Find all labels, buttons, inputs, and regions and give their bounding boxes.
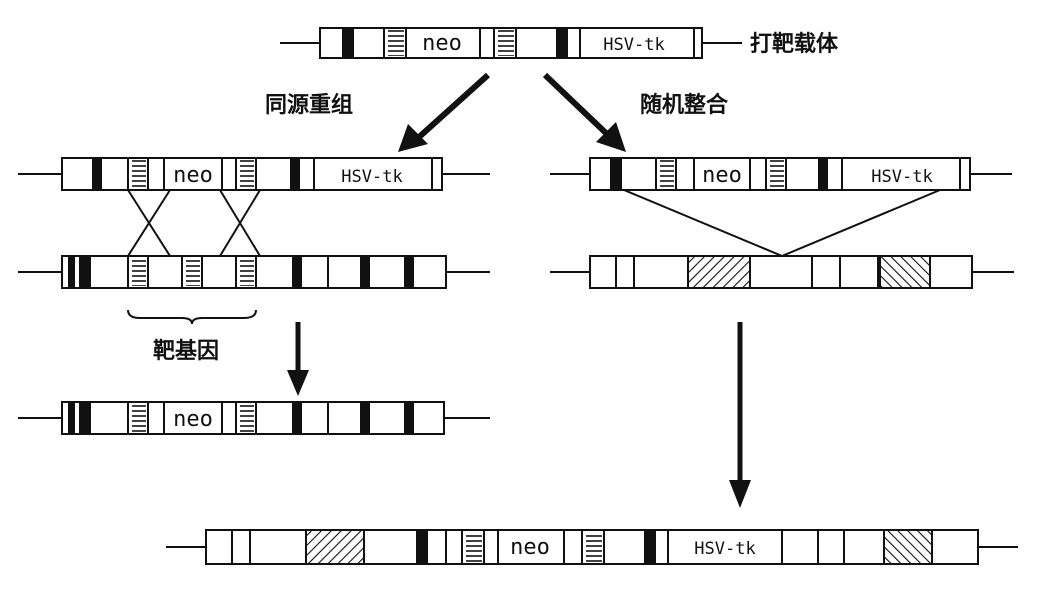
targeting-vector: neo HSV-tk 打靶载体 — [280, 27, 839, 59]
crossover-lines — [127, 189, 261, 257]
homologous-vector: neo HSV-tk — [18, 157, 490, 191]
vector-neo-label: neo — [422, 31, 462, 56]
bottom-hsv-label: HSV-tk — [694, 539, 755, 559]
random-genomic-locus — [550, 255, 1014, 289]
vector-hsv-label: HSV-tk — [603, 35, 664, 55]
bottom-neo-label: neo — [510, 535, 550, 560]
left-result-neo-label: neo — [173, 407, 213, 432]
arrow-down-left — [287, 322, 309, 396]
random-label: 随机整合 — [640, 92, 729, 118]
arrow-to-homologous — [398, 72, 491, 152]
left-vector-hsv-label: HSV-tk — [341, 167, 402, 187]
genomic-locus — [18, 255, 490, 289]
homologous-label: 同源重组 — [265, 92, 353, 118]
arrow-to-random — [542, 72, 626, 152]
target-gene-brace — [127, 309, 257, 325]
left-vector-neo-label: neo — [173, 163, 213, 188]
right-vector-hsv-label: HSV-tk — [871, 167, 932, 187]
right-vector-neo-label: neo — [702, 163, 742, 188]
insertion-lines — [623, 189, 941, 257]
target-gene-label: 靶基因 — [153, 339, 219, 364]
vector-title: 打靶载体 — [750, 31, 839, 57]
random-vector: neo HSV-tk — [550, 157, 1012, 191]
random-integration-result: neo HSV-tk — [166, 529, 1018, 565]
homologous-result: neo — [18, 401, 490, 435]
arrow-down-right — [729, 322, 751, 508]
